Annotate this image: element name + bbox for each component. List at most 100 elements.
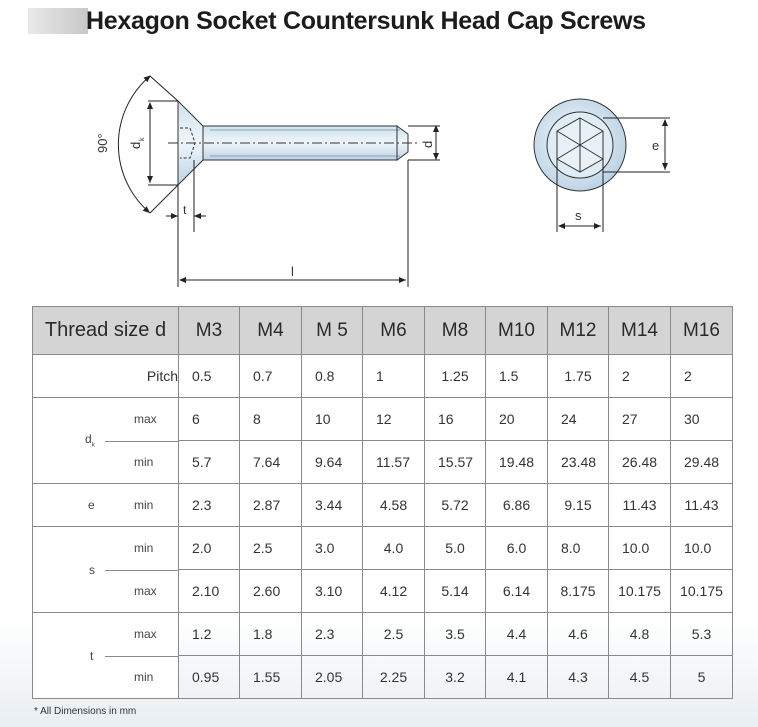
table-cell: 2.05 [301,655,363,699]
e-label-cell: e min [32,483,179,527]
table-cell: 1 [362,354,425,398]
table-cell: 1.25 [424,354,486,398]
table-cell: 16 [424,397,486,441]
table-cell: 2.0 [178,526,240,570]
table-cell: 6.14 [485,569,548,613]
screw-drawing: 90° d k d t l e s [95,75,670,287]
size-header: M14 [608,306,671,355]
e-label: e [652,138,659,153]
size-header: M12 [547,306,609,355]
table-cell: 1.75 [547,354,609,398]
size-header: M8 [424,306,486,355]
table-cell: 4.3 [547,655,609,699]
table-cell: 0.5 [178,354,240,398]
t-max-row: t max min 1.2 1.8 2.3 2.5 3.5 4.4 4.6 4.… [32,612,733,699]
dk-min-label: min [134,455,154,469]
t-min-row: 0.95 1.55 2.05 2.25 3.2 4.1 4.3 4.5 5 [33,655,733,699]
angle-label: 90° [95,133,110,153]
s-label: s [575,208,582,223]
pitch-row: Pitch 0.5 0.7 0.8 1 1.25 1.5 1.75 2 2 [32,354,733,398]
table-cell: 10.0 [608,526,671,570]
table-cell: 5.0 [424,526,486,570]
table-cell: 6.86 [485,483,548,527]
table-cell: 7.64 [239,440,302,484]
table-cell: 4.8 [608,612,671,656]
table-cell: 0.8 [301,354,363,398]
dk-max-row: dk max min 6 8 10 12 16 20 24 27 30 [32,397,733,484]
side-view [117,75,440,287]
table-cell: 3.44 [301,483,363,527]
table-cell: 5.14 [424,569,486,613]
table-cell: 29.48 [670,440,733,484]
table-cell: 3.10 [301,569,363,613]
l-label: l [291,264,294,279]
end-view [533,98,670,232]
table-cell: 5.3 [670,612,733,656]
size-header: M10 [485,306,548,355]
table-cell: 9.15 [547,483,609,527]
s-max-label: max [134,584,157,598]
s-min-row: s min max 2.0 2.5 3.0 4.0 5.0 6.0 8.0 10… [32,526,733,613]
table-cell: 9.64 [301,440,363,484]
table-cell: 5.72 [424,483,486,527]
table-cell: 4.4 [485,612,548,656]
size-header: M3 [178,306,240,355]
table-cell: 26.48 [608,440,671,484]
e-min-label: min [134,498,154,512]
table-cell: 10 [301,397,363,441]
table-cell: 1.5 [485,354,548,398]
table-cell: 2 [670,354,733,398]
table-cell: 8.0 [547,526,609,570]
table-cell: 2.3 [301,612,363,656]
t-name: t [90,649,94,663]
table-cell: 4.5 [608,655,671,699]
table-cell: 10.175 [608,569,671,613]
thread-size-header: Thread size d [32,306,179,355]
header-row: Thread size d M3 M4 M 5 M6 M8 M10 M12 M1… [32,306,733,355]
d-label: d [420,141,435,148]
table-cell: 15.57 [424,440,486,484]
dk-name-sub: k [91,442,95,449]
s-max-row: 2.10 2.60 3.10 4.12 5.14 6.14 8.175 10.1… [33,569,733,613]
size-header: M4 [239,306,302,355]
t-divider [105,656,178,657]
dk-name: d [85,432,92,446]
table-cell: 20 [485,397,548,441]
s-divider [105,570,178,571]
table-cell: 4.1 [485,655,548,699]
table-cell: 30 [670,397,733,441]
t-label: t [183,203,187,217]
e-name: e [88,498,95,512]
dk-max-label: max [134,412,157,426]
e-min-row: e min 2.3 2.87 3.44 4.58 5.72 6.86 9.15 … [32,483,733,527]
table-cell: 2.5 [239,526,302,570]
table-cell: 0.7 [239,354,302,398]
table-cell: 8 [239,397,302,441]
table-cell: 4.0 [362,526,425,570]
table-cell: 2.10 [178,569,240,613]
table-cell: 2.25 [362,655,425,699]
size-header: M 5 [301,306,363,355]
dimensions-table: Thread size d M3 M4 M 5 M6 M8 M10 M12 M1… [32,306,733,699]
s-name: s [89,563,95,577]
table-cell: 0.95 [178,655,240,699]
table-cell: 6.0 [485,526,548,570]
table-cell: 23.48 [547,440,609,484]
table-cell: 3.2 [424,655,486,699]
s-min-label: min [134,541,154,555]
table-cell: 11.57 [362,440,425,484]
table-cell: 1.2 [178,612,240,656]
dk-min-row: 5.7 7.64 9.64 11.57 15.57 19.48 23.48 26… [33,440,733,484]
title-accent-bar [28,8,88,34]
table-cell: 10.0 [670,526,733,570]
table-cell: 3.0 [301,526,363,570]
table-cell: 6 [178,397,240,441]
s-label-cell: s min max [32,526,179,613]
table-cell: 1.8 [239,612,302,656]
table-cell: 19.48 [485,440,548,484]
table-cell: 2 [608,354,671,398]
table-cell: 24 [547,397,609,441]
table-cell: 11.43 [608,483,671,527]
table-cell: 5.7 [178,440,240,484]
pitch-label: Pitch [32,354,179,398]
